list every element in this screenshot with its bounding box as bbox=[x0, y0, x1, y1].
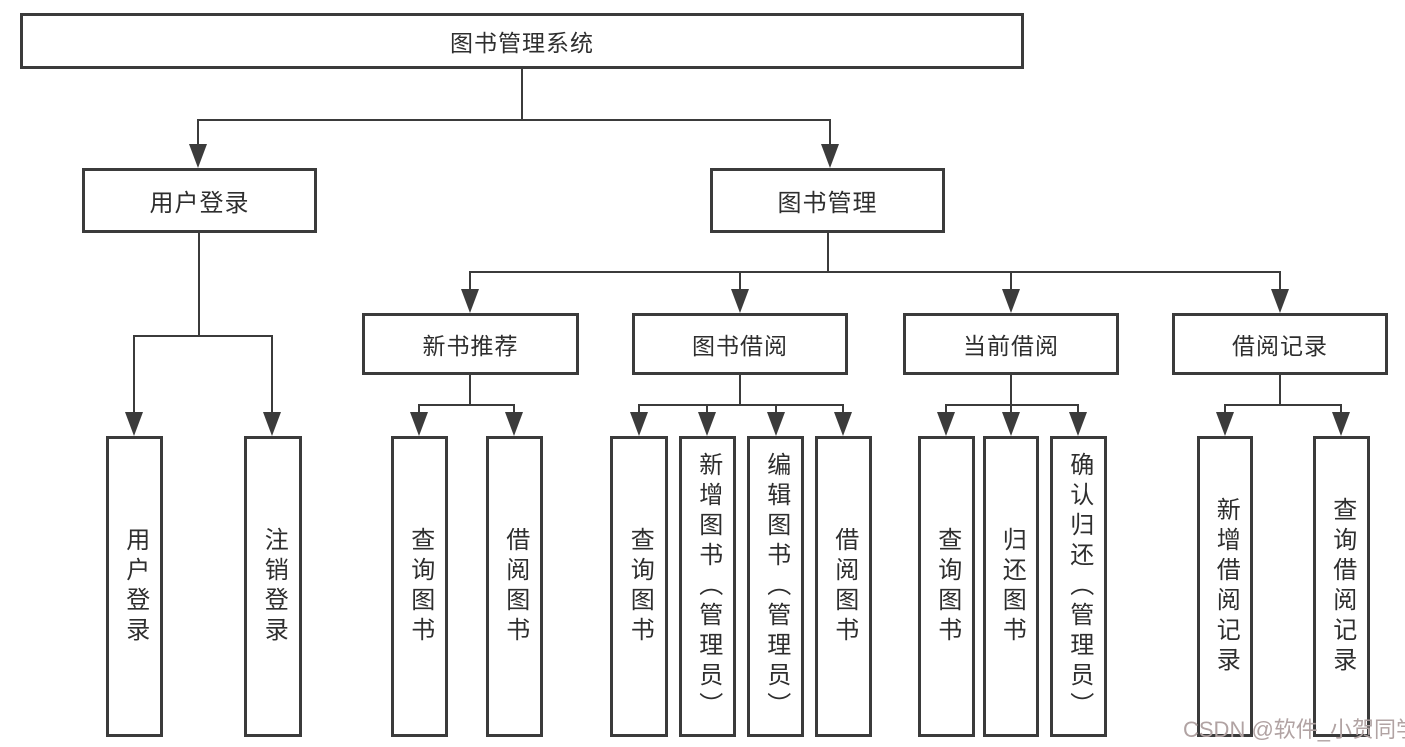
connector-current-borrow bbox=[937, 375, 1087, 436]
leaf-add-books-admin: 新增图书（管理员） bbox=[679, 436, 736, 737]
leaf-recommend-query-books: 查询图书 bbox=[391, 436, 448, 737]
leaf-current-query-books: 查询图书 bbox=[918, 436, 975, 737]
node-book-management: 图书管理 bbox=[710, 168, 945, 233]
node-new-book-recommend-label: 新书推荐 bbox=[422, 333, 519, 359]
leaf-borrow-books: 借阅图书 bbox=[815, 436, 872, 737]
node-book-borrow: 图书借阅 bbox=[632, 313, 848, 375]
node-book-borrow-label: 图书借阅 bbox=[692, 333, 788, 359]
node-new-book-recommend: 新书推荐 bbox=[362, 313, 579, 375]
leaf-add-borrow-record: 新增借阅记录 bbox=[1197, 436, 1253, 737]
leaf-logout-label: 注销登录 bbox=[260, 526, 288, 647]
leaf-return-books-label: 归还图书 bbox=[998, 526, 1026, 647]
leaf-borrow-query-books-label: 查询图书 bbox=[626, 526, 654, 647]
node-root-library-system: 图书管理系统 bbox=[20, 13, 1024, 69]
leaf-current-query-books-label: 查询图书 bbox=[933, 526, 961, 647]
leaf-recommend-borrow-books-label: 借阅图书 bbox=[501, 526, 529, 647]
leaf-query-borrow-record: 查询借阅记录 bbox=[1313, 436, 1370, 737]
node-user-login: 用户登录 bbox=[82, 168, 317, 233]
connector-new-book-recommend bbox=[410, 375, 523, 436]
connector-root bbox=[189, 68, 839, 168]
connector-book-borrow bbox=[630, 375, 852, 436]
node-borrow-records: 借阅记录 bbox=[1172, 313, 1388, 375]
node-current-borrow: 当前借阅 bbox=[903, 313, 1119, 375]
node-current-borrow-label: 当前借阅 bbox=[963, 333, 1059, 359]
leaf-return-books: 归还图书 bbox=[983, 436, 1039, 737]
leaf-borrow-query-books: 查询图书 bbox=[610, 436, 668, 737]
leaf-borrow-books-label: 借阅图书 bbox=[830, 526, 858, 647]
leaf-recommend-query-books-label: 查询图书 bbox=[406, 526, 434, 647]
node-book-management-label: 图书管理 bbox=[777, 190, 878, 217]
leaf-recommend-borrow-books: 借阅图书 bbox=[486, 436, 543, 737]
leaf-add-borrow-record-label: 新增借阅记录 bbox=[1212, 496, 1240, 677]
node-root-label: 图书管理系统 bbox=[450, 30, 594, 56]
node-borrow-records-label: 借阅记录 bbox=[1232, 333, 1328, 359]
leaf-edit-books-admin-label: 编辑图书（管理员） bbox=[762, 451, 790, 722]
connector-borrow-records bbox=[1216, 375, 1350, 436]
connector-user-login bbox=[125, 233, 281, 436]
connector-book-management bbox=[461, 233, 1289, 313]
leaf-add-books-admin-label: 新增图书（管理员） bbox=[694, 451, 722, 722]
leaf-confirm-return-admin: 确认归还（管理员） bbox=[1050, 436, 1107, 737]
leaf-confirm-return-admin-label: 确认归还（管理员） bbox=[1065, 451, 1093, 722]
leaf-query-borrow-record-label: 查询借阅记录 bbox=[1328, 496, 1356, 677]
node-user-login-label: 用户登录 bbox=[149, 190, 250, 217]
leaf-edit-books-admin: 编辑图书（管理员） bbox=[747, 436, 804, 737]
leaf-user-login: 用户登录 bbox=[106, 436, 163, 737]
leaf-logout: 注销登录 bbox=[244, 436, 302, 737]
leaf-user-login-label: 用户登录 bbox=[121, 526, 149, 647]
